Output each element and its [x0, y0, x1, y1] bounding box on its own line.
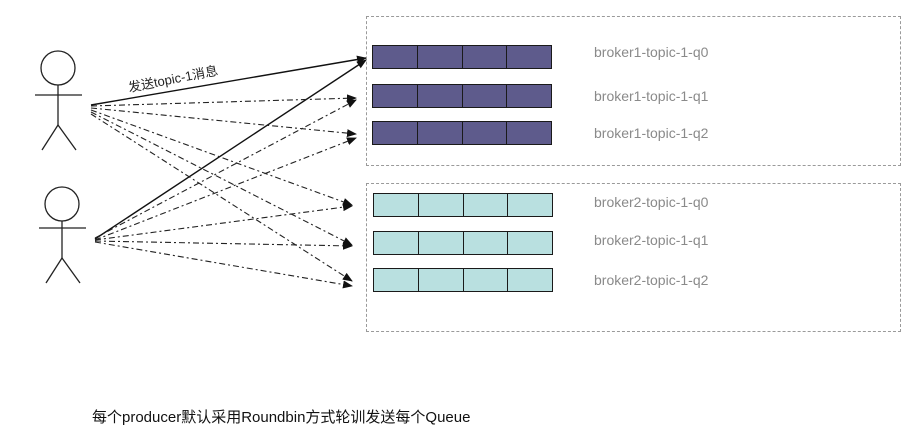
- solid-arrows: [90, 55, 367, 240]
- p2-to-b1q0-arrow: [94, 59, 367, 240]
- broker2-q1-label: broker2-topic-1-q1: [594, 232, 709, 248]
- broker2-q2-label: broker2-topic-1-q2: [594, 272, 709, 288]
- queue-slot: [463, 85, 508, 107]
- queue-slot: [373, 122, 418, 144]
- queue-slot: [507, 85, 551, 107]
- broker-2-box: [366, 183, 901, 332]
- queue-slot: [508, 232, 552, 254]
- queue-slot: [373, 46, 418, 68]
- p1-to-b1q2-arrow: [90, 107, 357, 138]
- broker1-q0-queue: [372, 45, 552, 69]
- p1-to-b1q0-arrow: [90, 55, 367, 106]
- broker1-q2-label: broker1-topic-1-q2: [594, 125, 709, 141]
- producer-2-figure: [39, 186, 86, 284]
- queue-slot: [373, 85, 418, 107]
- broker2-q1-queue: [373, 231, 553, 255]
- queue-slot: [464, 232, 509, 254]
- broker1-q1-queue: [372, 84, 552, 108]
- p1-to-b2q2-arrow: [90, 113, 353, 282]
- p2-to-b2q1-arrow: [94, 240, 353, 250]
- queue-slot: [419, 232, 464, 254]
- queue-slot: [507, 46, 551, 68]
- broker2-q0-label: broker2-topic-1-q0: [594, 194, 709, 210]
- queue-slot: [418, 46, 463, 68]
- queue-slot: [374, 232, 419, 254]
- broker2-q2-queue: [373, 268, 553, 292]
- queue-slot: [508, 194, 552, 216]
- queue-slot: [507, 122, 551, 144]
- p2-to-b2q0-arrow: [94, 203, 353, 241]
- p1-to-b2q1-arrow: [90, 111, 353, 246]
- producer-1-dashed-arrows: [90, 94, 357, 282]
- broker1-q2-queue: [372, 121, 552, 145]
- queue-slot: [463, 122, 508, 144]
- queue-slot: [419, 269, 464, 291]
- p1-to-b1q1-arrow: [90, 94, 357, 107]
- producer-1-figure: [35, 50, 82, 151]
- producer-2-dashed-arrows: [94, 99, 357, 289]
- p2-to-b1q2-arrow: [94, 137, 357, 241]
- queue-slot: [374, 194, 419, 216]
- queue-slot: [418, 122, 463, 144]
- queue-slot: [464, 194, 509, 216]
- broker1-q0-label: broker1-topic-1-q0: [594, 44, 709, 60]
- queue-slot: [463, 46, 508, 68]
- diagram-caption: 每个producer默认采用Roundbin方式轮训发送每个Queue: [92, 409, 471, 426]
- p1-to-b2q0-arrow: [90, 109, 353, 206]
- broker1-q1-label: broker1-topic-1-q1: [594, 88, 709, 104]
- queue-slot: [419, 194, 464, 216]
- queue-slot: [418, 85, 463, 107]
- p2-to-b2q2-arrow: [94, 241, 353, 289]
- queue-slot: [464, 269, 509, 291]
- queue-slot: [374, 269, 419, 291]
- broker2-q0-queue: [373, 193, 553, 217]
- queue-slot: [508, 269, 552, 291]
- broker-1-box: [366, 16, 901, 166]
